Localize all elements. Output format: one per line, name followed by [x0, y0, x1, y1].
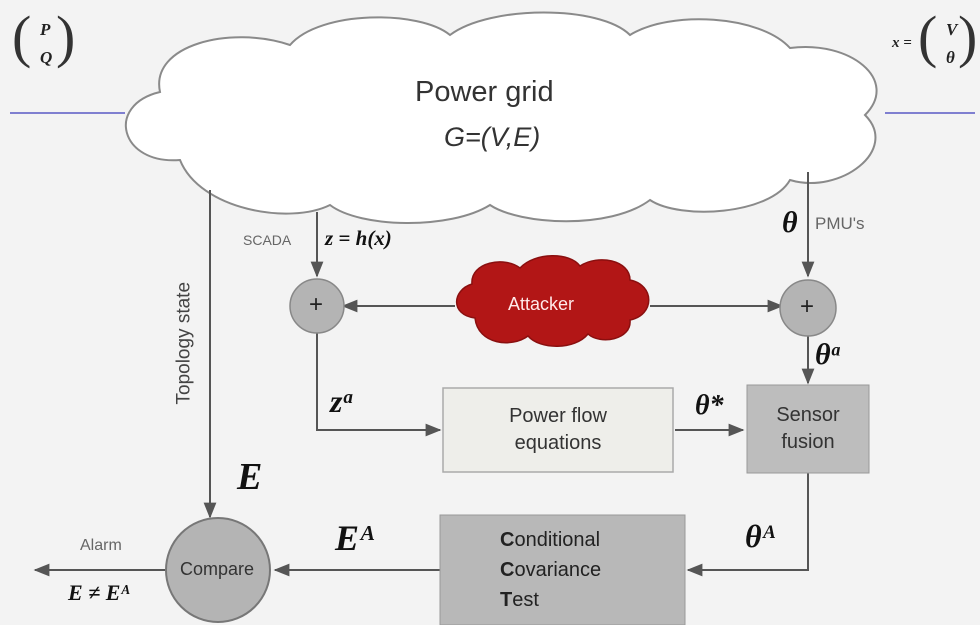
- theta-a-label: θᵃ: [815, 338, 840, 371]
- cct-rest-2: ovariance: [514, 559, 602, 581]
- right-adder: [779, 279, 837, 337]
- left-adder-plus: +: [309, 291, 324, 318]
- power-flow-box: Power flow equations: [443, 388, 673, 472]
- power-flow-box-bg: [442, 387, 674, 473]
- topology-label: Topology state: [173, 281, 195, 405]
- power-grid-title: Power grid: [415, 76, 554, 108]
- sensor-fusion-box-bg: [746, 384, 870, 474]
- za-line: [316, 332, 442, 437]
- right-adder-plus: +: [800, 293, 815, 320]
- EA-label: Eᴬ: [335, 518, 375, 558]
- za-label: zᵃ: [330, 383, 353, 419]
- cct-line-3: Test: [500, 585, 539, 615]
- cct-line-2: Covariance: [500, 555, 601, 585]
- input-vector-top: P: [40, 20, 51, 39]
- input-vector-bottom: Q: [40, 48, 53, 67]
- sensor-fusion-line2: fusion: [781, 431, 835, 453]
- scada-equation: z = h(x): [325, 226, 392, 250]
- output-vector-paren-left: (: [918, 4, 938, 69]
- input-vector-paren-right: ): [56, 4, 76, 69]
- power-flow-line1: Power flow: [509, 405, 607, 427]
- cct-initial-1: C: [500, 529, 515, 551]
- alarm-label: Alarm: [80, 537, 122, 554]
- power-grid-graph: G=(V,E): [444, 122, 541, 152]
- power-flow-line2: equations: [514, 432, 602, 454]
- attacker-label: Attacker: [508, 294, 575, 314]
- theta-star-label: θ*: [695, 390, 724, 421]
- sensor-fusion-box: Sensor fusion: [747, 385, 869, 473]
- cct-initial-3: T: [500, 589, 513, 611]
- left-adder: [289, 278, 345, 334]
- compare-node: [165, 517, 271, 623]
- cct-initial-2: C: [500, 559, 515, 581]
- input-vector-paren-left: (: [12, 4, 32, 69]
- cct-box: Conditional Covariance Test: [440, 515, 685, 625]
- sensor-fusion-line1: Sensor: [776, 404, 840, 426]
- compare-label: Compare: [180, 559, 255, 579]
- attacker-cloud: [456, 255, 650, 347]
- pmu-label: PMU's: [815, 214, 865, 233]
- input-vector: ( P Q ): [12, 4, 76, 78]
- pmu-theta: θ: [782, 206, 798, 239]
- theta-A-label: θᴬ: [745, 518, 775, 554]
- cct-rest-3: est: [512, 589, 539, 611]
- topology-E-label: E: [237, 456, 263, 498]
- cct-box-bg: [439, 514, 686, 625]
- output-vector-top: V: [946, 20, 958, 39]
- alarm-condition: E ≠ Eᴬ: [68, 580, 130, 605]
- output-vector: x = ( V θ ): [892, 8, 978, 78]
- theta-A-line: [686, 473, 809, 577]
- scada-label: SCADA: [243, 232, 292, 248]
- output-vector-paren-right: ): [958, 4, 978, 69]
- output-vector-prefix: x =: [892, 35, 912, 51]
- output-vector-bottom: θ: [946, 48, 955, 67]
- cct-line-1: Conditional: [500, 525, 600, 555]
- cct-rest-1: onditional: [514, 529, 601, 551]
- power-grid-cloud: [124, 11, 878, 224]
